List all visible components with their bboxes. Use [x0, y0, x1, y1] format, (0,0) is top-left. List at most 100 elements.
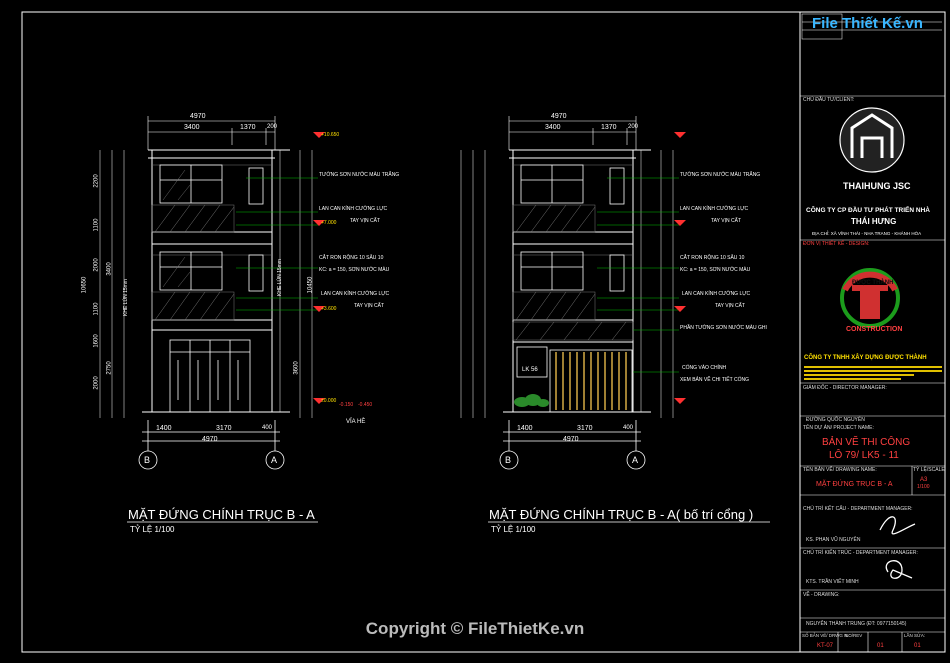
- note: LAN CAN KÍNH CƯỜNG LỰC: [321, 291, 390, 297]
- vertical-dimension: 1600: [93, 334, 100, 348]
- designer-company: CÔNG TY TNHH XÂY DỰNG ĐƯỢC THÀNH: [804, 355, 927, 361]
- view-scale: TỶ LỆ 1/100: [130, 525, 175, 534]
- designer-address-lines: [804, 364, 942, 382]
- drawing-name: MẶT ĐỨNG TRỤC B - A: [816, 481, 893, 488]
- sub-dimension: 1370: [601, 124, 617, 131]
- elevation-label: +3.600: [321, 306, 337, 312]
- copyright-watermark: Copyright © FileThietKe.vn: [365, 619, 585, 638]
- note: TAY VỊN CẤT: [715, 303, 746, 309]
- bottom-dimension: 400: [262, 425, 273, 431]
- rev-label: NO/REV: [845, 633, 863, 638]
- dept-head-name: KS. PHAN VŨ NGUYÊN: [806, 537, 861, 543]
- note: TAY VỊN CẤT: [711, 218, 742, 224]
- owner-logo-mark: [839, 107, 905, 173]
- vertical-total: 3400: [106, 262, 113, 276]
- note: XEM BẢN VẼ CHI TIẾT CỔNG: [680, 377, 749, 383]
- note: KC: a = 150, SƠN NƯỚC MÀU: [319, 267, 390, 273]
- note: TAY VỊN CẤT: [354, 303, 385, 309]
- arch-head-name: KTS. TRẦN VIẾT MINH: [806, 579, 859, 585]
- khe-lun-label: KHE LÚN 15mm: [276, 259, 283, 296]
- designer-logo-bottom: CONSTRUCTION: [846, 326, 903, 333]
- note: TƯỜNG SƠN NƯỚC MÀU TRẮNG: [680, 172, 761, 178]
- bottom-dimension: 3170: [216, 425, 232, 432]
- owner-company-line-1: CÔNG TY CP ĐẦU TƯ PHÁT TRIỂN NHÀ: [806, 207, 930, 214]
- designer-label: ĐƠN VỊ THIẾT KẾ - DESIGN:: [803, 241, 870, 247]
- top-dimension: 4970: [551, 113, 567, 120]
- owner-label: CHỦ ĐẦU TƯ/CLIENT:: [803, 97, 855, 103]
- scale-label: TỶ LỆ/SCALE:: [913, 467, 947, 473]
- director-label: GIÁM ĐỐC - DIRECTOR MANAGER:: [803, 385, 887, 391]
- dept-head-label: CHỦ TRÌ KẾT CẤU - DEPARTMENT MANAGER:: [803, 506, 913, 512]
- drawing-by-name: NGUYỄN THÀNH TRUNG (ĐT: 0977150145): [806, 621, 907, 627]
- vertical-dimension: 1100: [93, 302, 100, 316]
- owner-logo-text: THAIHUNG JSC: [843, 181, 911, 191]
- vertical-total: 2750: [106, 361, 113, 375]
- left-elevation: [99, 116, 325, 470]
- sub-dimension: 200: [267, 124, 278, 130]
- note: CẮT RON RỘNG 10 SÂU 10: [680, 255, 745, 261]
- vertical-dimension: 1100: [93, 218, 100, 232]
- elevation-label: -0.450: [358, 402, 373, 408]
- scale-value: A3: [920, 477, 928, 483]
- project-label: TÊN DỰ ÁN/ PROJECT NAME:: [803, 425, 874, 431]
- note: KC: a = 150, SƠN NƯỚC MÀU: [680, 267, 751, 273]
- axis-label: A: [632, 455, 639, 465]
- bottom-dimension: 400: [623, 425, 634, 431]
- plate-label: LK 56: [522, 367, 538, 373]
- note: LAN CAN KÍNH CƯỜNG LỰC: [682, 291, 751, 297]
- bottom-total: 4970: [563, 436, 579, 443]
- designer-logo-top: ĐƯỢC THÀNH: [852, 280, 894, 286]
- elevation-label: ±0.000: [321, 398, 337, 404]
- elevation-label: +7.000: [321, 220, 337, 226]
- sub-dimension: 200: [628, 124, 639, 130]
- version-value: 01: [914, 643, 921, 649]
- scale-value: 1/100: [917, 484, 930, 490]
- note: CẮT RON RỘNG 10 SÂU 10: [319, 255, 384, 261]
- sub-dimension: 3400: [545, 124, 561, 131]
- view-title: MẶT ĐỨNG CHÍNH TRỤC B - A( bố trí cổng ): [489, 507, 754, 522]
- note: PHẦN TƯỜNG SƠN NƯỚC MÀU GHI: [680, 325, 767, 331]
- axis-label: A: [271, 455, 278, 465]
- via-he-label: VỈA HÈ: [346, 419, 366, 425]
- bottom-dimension: 1400: [517, 425, 533, 432]
- right-elevation: [460, 116, 686, 470]
- sheet-number: KT-07: [817, 643, 834, 649]
- owner-address: ĐỊA CHỈ: XÃ VĨNH THÁI - NHA TRANG - KHÁN…: [812, 231, 922, 236]
- vertical-dimension: 10450: [307, 276, 314, 294]
- sub-dimension: 3400: [184, 124, 200, 131]
- note: TƯỜNG SƠN NƯỚC MÀU TRẮNG: [319, 172, 400, 178]
- sub-dimension: 1370: [240, 124, 256, 131]
- drawing-by-label: VẼ - DRAWING:: [803, 592, 840, 598]
- elevation-label: +10.650: [321, 132, 340, 138]
- project-line-2: LÔ 79/ LK5 - 11: [829, 450, 899, 461]
- watermark-logo: File Thiết Kế.vn: [812, 15, 923, 32]
- arch-head-label: CHỦ TRÌ KIẾN TRÚC - DEPARTMENT MANAGER:: [803, 550, 918, 556]
- khe-lun-label: KHE LÚN 15mm: [122, 279, 129, 316]
- vertical-dimension: 2200: [93, 174, 100, 188]
- view-scale: TỶ LỆ 1/100: [491, 525, 536, 534]
- sheet-label: SỐ BẢN VẼ/ DRWG N.:: [802, 633, 850, 638]
- drawing-name-label: TÊN BẢN VẼ/ DRAWING NAME:: [803, 467, 877, 473]
- top-dimension: 4970: [190, 113, 206, 120]
- vertical-dimension: 2000: [93, 376, 100, 390]
- designer-logo-mark: [840, 268, 900, 328]
- elevation-label: -0.150: [339, 402, 354, 408]
- rev-value: 01: [877, 643, 884, 649]
- owner-company-line-2: THÁI HƯNG: [851, 217, 897, 226]
- version-label: LẦN SỬA:: [904, 633, 926, 638]
- note: TAY VỊN CẤT: [350, 218, 381, 224]
- vertical-dimension: 2000: [93, 258, 100, 272]
- axis-label: B: [144, 455, 151, 465]
- bottom-total: 4970: [202, 436, 218, 443]
- vertical-dimension: 3600: [293, 361, 300, 375]
- project-line-1: BẢN VẼ THI CÔNG: [822, 437, 911, 448]
- director-name: ĐƯỜNG QUỐC NGUYÊN: [806, 417, 865, 423]
- note: CỔNG VÀO CHÍNH: [682, 365, 727, 371]
- vertical-total: 10650: [81, 276, 88, 294]
- axis-label: B: [505, 455, 512, 465]
- view-title: MẶT ĐỨNG CHÍNH TRỤC B - A: [128, 507, 315, 522]
- bottom-dimension: 3170: [577, 425, 593, 432]
- note: LAN CAN KÍNH CƯỜNG LỰC: [319, 206, 388, 212]
- note: LAN CAN KÍNH CƯỜNG LỰC: [680, 206, 749, 212]
